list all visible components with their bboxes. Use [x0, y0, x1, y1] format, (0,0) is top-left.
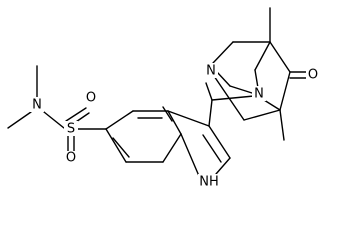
bond-n2-ch2d: [229, 85, 253, 94]
atom-nh-indole: NH: [199, 175, 219, 190]
atom-s-sulfonyl: S: [67, 122, 75, 137]
bond-cq2-n2: [263, 99, 281, 111]
bond-cq2-ch2c: [243, 109, 281, 121]
bond-c5-c6: [105, 128, 127, 163]
molecule-structure: N S O O NH N N O: [7, 7, 321, 190]
atom-n-cage-right: N: [254, 87, 264, 102]
bond-co-cq2: [279, 71, 291, 111]
bond-c3a-c3: [167, 110, 210, 127]
bond-cage-n1: [205, 82, 213, 101]
bond-cq2-me: [279, 109, 285, 141]
bond-ch2b-n2: [254, 69, 259, 89]
bond-ch2c-n1: [213, 75, 245, 121]
atom-o-sulfonyl-bottom: O: [66, 151, 76, 166]
atom-o-ketone: O: [308, 68, 318, 83]
atom-n-dimethylamino: N: [32, 98, 42, 113]
bond-c7-c7a: [162, 133, 182, 163]
bond-c5-c4: [105, 110, 134, 130]
bond-s-o1-a: [65, 107, 87, 122]
bond-c6-c6-inner: [112, 137, 130, 158]
bond-c7a-c3a: [167, 110, 182, 135]
bond-n-s: [43, 111, 65, 129]
bond-c2-n1: [215, 157, 231, 175]
bond-c3-c2: [208, 125, 231, 159]
bond-n1-c7a: [180, 133, 200, 177]
atom-o-sulfonyl-top: O: [86, 91, 96, 106]
bond-cq1-ch2b: [254, 41, 271, 71]
bond-cage-n2: [211, 95, 255, 101]
bonds: [7, 7, 307, 177]
bond-cq1-co: [269, 41, 291, 73]
bond-n1-ch2a: [212, 41, 234, 64]
bond-c3-cage: [208, 99, 213, 127]
bond-me2-n: [7, 111, 32, 129]
atom-labels: N S O O NH N N O: [30, 63, 321, 190]
bond-c3-c2-inner: [202, 134, 222, 163]
bond-ch2d-n1: [216, 71, 231, 87]
atom-n-cage-left: N: [206, 64, 216, 79]
bond-c3a-c7a-inner: [162, 106, 173, 122]
